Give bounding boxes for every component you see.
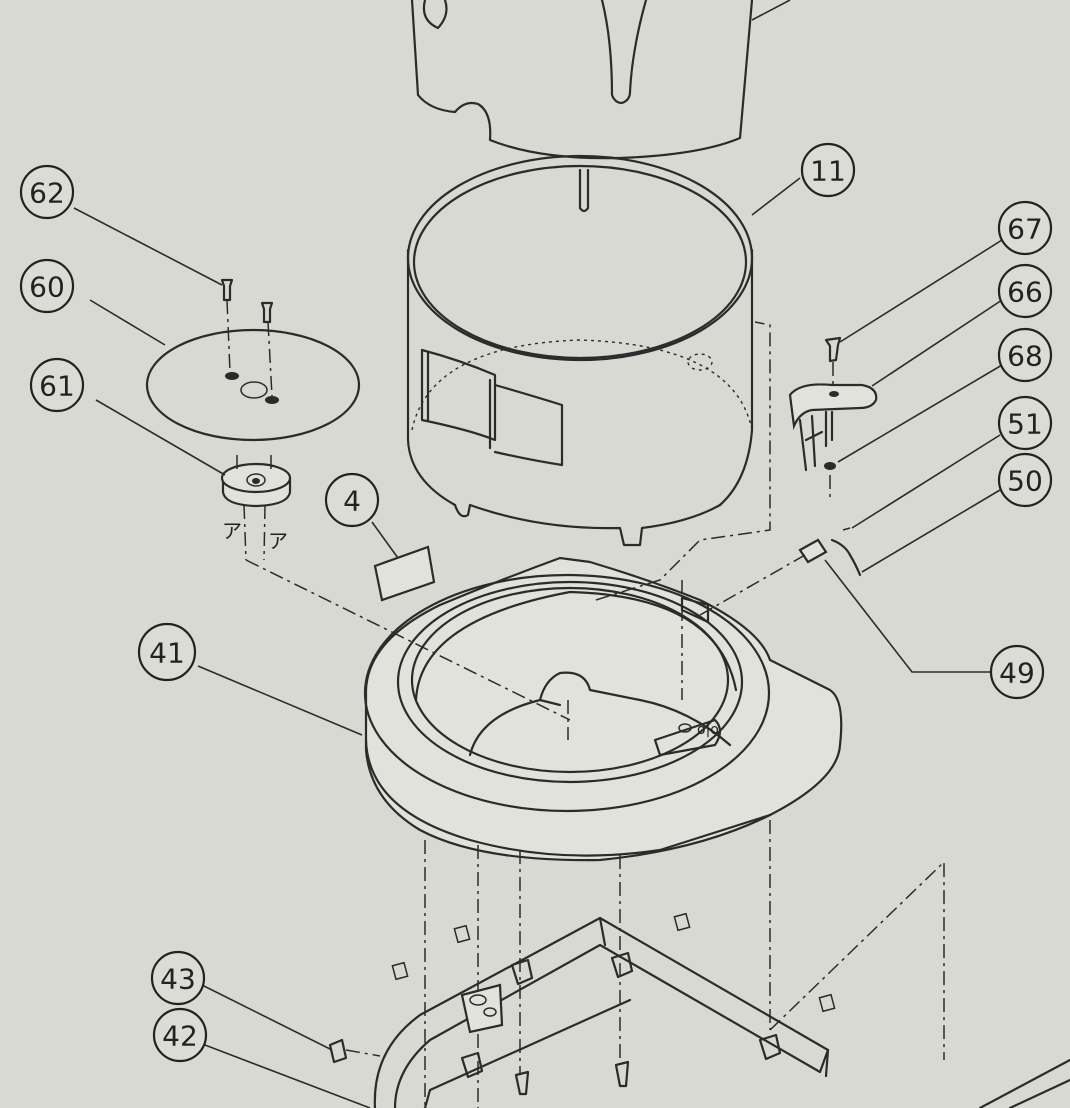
callout-68-label: 68 bbox=[1007, 340, 1043, 373]
part-41-base-ring: o|o bbox=[363, 556, 843, 862]
callout-43-label: 43 bbox=[160, 963, 196, 996]
callout-67: 67 bbox=[997, 200, 1053, 256]
leader-lines bbox=[73, 177, 1003, 1108]
callout-66: 66 bbox=[997, 263, 1053, 319]
callout-60: 60 bbox=[19, 258, 75, 314]
right-side-parts bbox=[788, 336, 878, 577]
callout-41: 41 bbox=[137, 622, 197, 682]
callout-43: 43 bbox=[150, 950, 206, 1006]
callout-51-label: 51 bbox=[1007, 408, 1043, 441]
callout-61: 61 bbox=[29, 357, 85, 413]
callout-4: 4 bbox=[324, 472, 380, 528]
part-50-spring bbox=[830, 538, 862, 577]
marker-a-right: ア bbox=[268, 529, 288, 553]
part-62-screws bbox=[220, 278, 274, 397]
part-49-pin bbox=[798, 538, 828, 564]
callout-49: 49 bbox=[989, 644, 1045, 700]
marker-a-left: ア bbox=[222, 519, 242, 543]
callout-67-label: 67 bbox=[1007, 213, 1043, 246]
part-68-ball bbox=[824, 462, 836, 470]
base-tray bbox=[328, 912, 1070, 1108]
callout-11: 11 bbox=[800, 142, 856, 198]
callout-50-label: 50 bbox=[1007, 465, 1043, 498]
part-61-hub bbox=[220, 455, 292, 561]
part-66-bracket bbox=[788, 383, 878, 431]
part-43-pad bbox=[328, 1038, 348, 1064]
part-60-disc-plate bbox=[145, 328, 361, 442]
top-housing bbox=[410, 0, 791, 213]
callout-4-label: 4 bbox=[343, 485, 361, 518]
callout-41-label: 41 bbox=[149, 637, 185, 670]
part-4-label-plate bbox=[373, 545, 436, 602]
callout-66-label: 66 bbox=[1007, 276, 1043, 309]
callout-62: 62 bbox=[19, 164, 75, 220]
callout-42: 42 bbox=[152, 1007, 208, 1063]
callout-62-label: 62 bbox=[29, 177, 65, 210]
callout-51: 51 bbox=[997, 395, 1053, 451]
part-11-cylinder-cover bbox=[406, 154, 754, 547]
assembly-dash-lines bbox=[245, 321, 945, 1108]
callout-61-label: 61 bbox=[39, 370, 75, 403]
callout-60-label: 60 bbox=[29, 271, 65, 304]
callout-42-label: 42 bbox=[162, 1020, 198, 1053]
part-67-screw bbox=[824, 336, 842, 363]
callout-50: 50 bbox=[997, 452, 1053, 508]
callout-11-label: 11 bbox=[810, 155, 846, 188]
callout-68: 68 bbox=[997, 327, 1053, 383]
callout-49-label: 49 bbox=[999, 657, 1035, 690]
base-mark-text: o|o bbox=[697, 722, 719, 738]
